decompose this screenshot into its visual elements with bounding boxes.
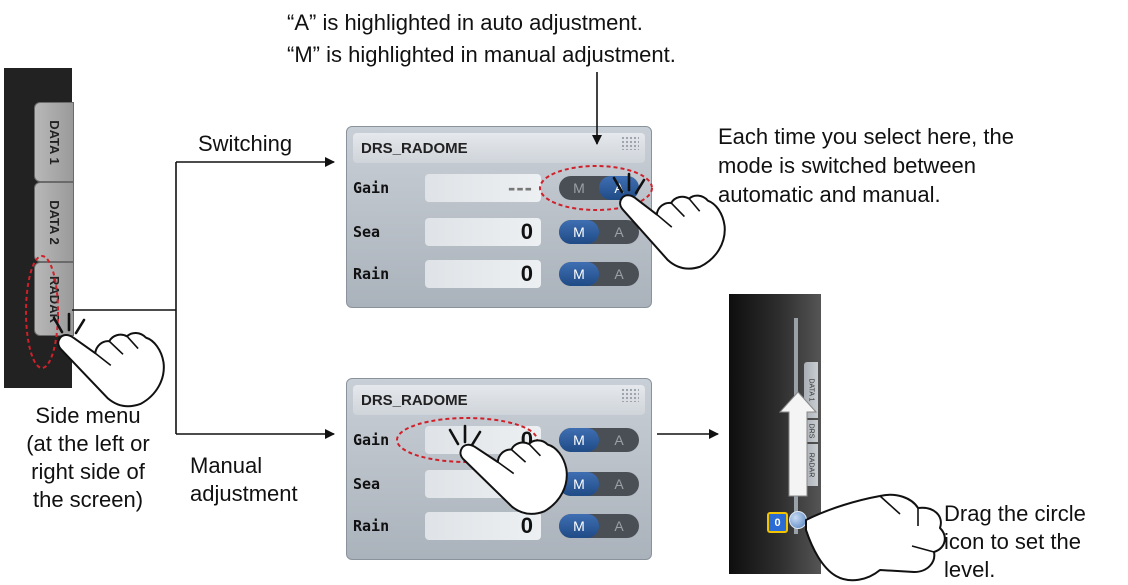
select-note-line2: mode is switched between <box>718 153 977 178</box>
rain-field[interactable]: 0 <box>425 260 541 288</box>
gain-value: --- <box>508 175 533 200</box>
drag-note-line1: Drag the circle <box>944 501 1086 526</box>
gain-row: Gain 0 M A <box>353 423 645 457</box>
drag-note-line3: level. <box>944 557 996 582</box>
manual-label: Manual adjustment <box>190 452 298 508</box>
side-menu: DATA 1 DATA 2 RADAR <box>4 68 74 388</box>
select-note: Each time you select here, the mode is s… <box>718 122 1014 209</box>
gain-mode-a[interactable]: A <box>614 432 624 448</box>
gain-field[interactable]: --- <box>425 174 541 202</box>
sea-value: 0 <box>520 219 533 244</box>
select-note-line1: Each time you select here, the <box>718 124 1014 149</box>
side-tab-data1[interactable]: DATA 1 <box>34 102 74 182</box>
rain-row: Rain 0 M A <box>353 509 645 543</box>
gain-mode-m[interactable]: M <box>559 428 599 452</box>
rain-value: 0 <box>520 513 533 538</box>
switching-label: Switching <box>198 131 293 156</box>
rain-mode-a[interactable]: A <box>614 266 624 282</box>
slider-value-badge: 0 <box>767 512 788 533</box>
sea-row: Sea 0 M A <box>353 215 645 249</box>
side-tab-data2[interactable]: DATA 2 <box>34 182 74 262</box>
manual-label-line1: Manual <box>190 453 263 478</box>
panel-title: DRS_RADOME <box>361 392 468 409</box>
rain-mode-toggle[interactable]: M A <box>559 514 639 538</box>
side-menu-caption-line3: right side of <box>31 459 145 484</box>
rain-mode-toggle[interactable]: M A <box>559 262 639 286</box>
side-menu-caption-line4: the screen) <box>32 487 144 512</box>
side-menu-caption-line2: (at the left or <box>26 431 150 456</box>
sea-mode-m[interactable]: M <box>559 220 599 244</box>
rain-label: Rain <box>353 517 390 535</box>
rain-mode-m[interactable]: M <box>559 514 599 538</box>
sea-mode-a[interactable]: A <box>614 224 624 240</box>
rain-value: 0 <box>520 261 533 286</box>
gain-label: Gain <box>353 431 390 449</box>
rain-mode-a[interactable]: A <box>614 518 624 534</box>
drag-note-line2: icon to set the <box>944 529 1081 554</box>
gain-row: Gain --- M A <box>353 171 645 205</box>
gain-mode-m[interactable]: M <box>573 180 585 196</box>
rain-label: Rain <box>353 265 390 283</box>
rain-field[interactable]: 0 <box>425 512 541 540</box>
gain-label: Gain <box>353 179 390 197</box>
panel-header: DRS_RADOME <box>353 385 645 415</box>
radar-panel-switching: DRS_RADOME Gain --- M A Sea 0 M A Rain 0… <box>346 126 652 308</box>
side-menu-caption-line1: Side menu <box>35 403 141 428</box>
manual-label-line2: adjustment <box>190 481 298 506</box>
panel-title: DRS_RADOME <box>361 140 468 157</box>
select-note-line3: automatic and manual. <box>718 182 941 207</box>
gain-mode-toggle[interactable]: M A <box>559 428 639 452</box>
drag-note: Drag the circle icon to set the level. <box>944 500 1086 584</box>
side-menu-caption: Side menu (at the left or right side of … <box>0 402 176 514</box>
note-auto-line: “A” is highlighted in auto adjustment. <box>287 10 643 35</box>
note-manual-line: “M” is highlighted in manual adjustment. <box>287 42 676 67</box>
rain-row: Rain 0 M A <box>353 257 645 291</box>
sea-label: Sea <box>353 475 381 493</box>
sea-field[interactable]: 0 <box>425 218 541 246</box>
sea-mode-toggle[interactable]: M A <box>559 220 639 244</box>
rain-mode-m[interactable]: M <box>559 262 599 286</box>
sea-mode-a[interactable]: A <box>614 476 624 492</box>
resize-grip-icon[interactable] <box>621 388 639 402</box>
resize-grip-icon[interactable] <box>621 136 639 150</box>
sea-label: Sea <box>353 223 381 241</box>
